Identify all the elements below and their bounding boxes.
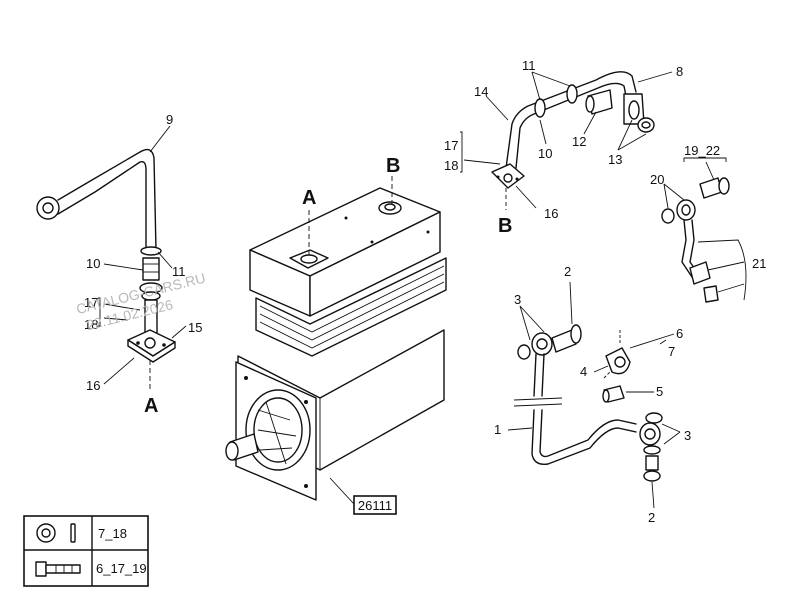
callout-16-top: 16 [544,206,558,221]
washer-icon [36,523,56,543]
view-marker-b-center: B [386,155,400,177]
pin-icon [70,523,76,543]
legend-ref-row1: 7_18 [98,526,127,541]
callout-7: 7 [668,344,675,359]
callout-10-top: 10 [538,146,552,161]
upper-pipe-assembly [460,71,673,210]
callout-2-top: 2 [564,264,571,279]
callout-labels: 9 10 11 17 18 15 16 11 8 14 12 10 13 17 … [84,58,766,525]
lower-pipe-assembly [507,281,681,509]
callout-8: 8 [676,64,683,79]
callout-18-left: 18 [84,317,98,332]
compressor-body [225,176,447,505]
assembly-number-box: 26111 [353,495,397,515]
callout-5: 5 [656,384,663,399]
callout-1: 1 [494,422,501,437]
callout-14: 14 [474,84,488,99]
callout-4: 4 [580,364,587,379]
callout-11-top: 11 [522,58,536,73]
assembly-number: 26111 [358,498,392,513]
callout-2-bottom: 2 [648,510,655,525]
view-marker-a-center: A [302,187,316,209]
callout-9: 9 [166,112,173,127]
right-fitting-assembly [661,157,747,303]
view-marker-b-right: B [498,215,512,237]
callout-3-bottom: 3 [684,428,691,443]
callout-15: 15 [188,320,202,335]
view-marker-a-left: A [144,395,158,417]
bolt-icon [35,561,81,577]
legend-ref-row2: 6_17_19 [96,561,147,576]
callout-6: 6 [676,326,683,341]
legend-table: 7_18 6_17_19 [23,515,149,587]
callout-10-left: 10 [86,256,100,271]
callout-3-top: 3 [514,292,521,307]
callout-12: 12 [572,134,586,149]
callout-13: 13 [608,152,622,167]
callout-18-top: 18 [444,158,458,173]
callout-21: 21 [752,256,766,271]
callout-11-left: 11 [172,264,186,279]
callout-19-22: 19_22 [684,143,720,158]
callout-17-left: 17 [84,295,98,310]
callout-20: 20 [650,172,664,187]
callout-17-top: 17 [444,138,458,153]
callout-16-left: 16 [86,378,100,393]
left-pipe-assembly [36,125,187,390]
